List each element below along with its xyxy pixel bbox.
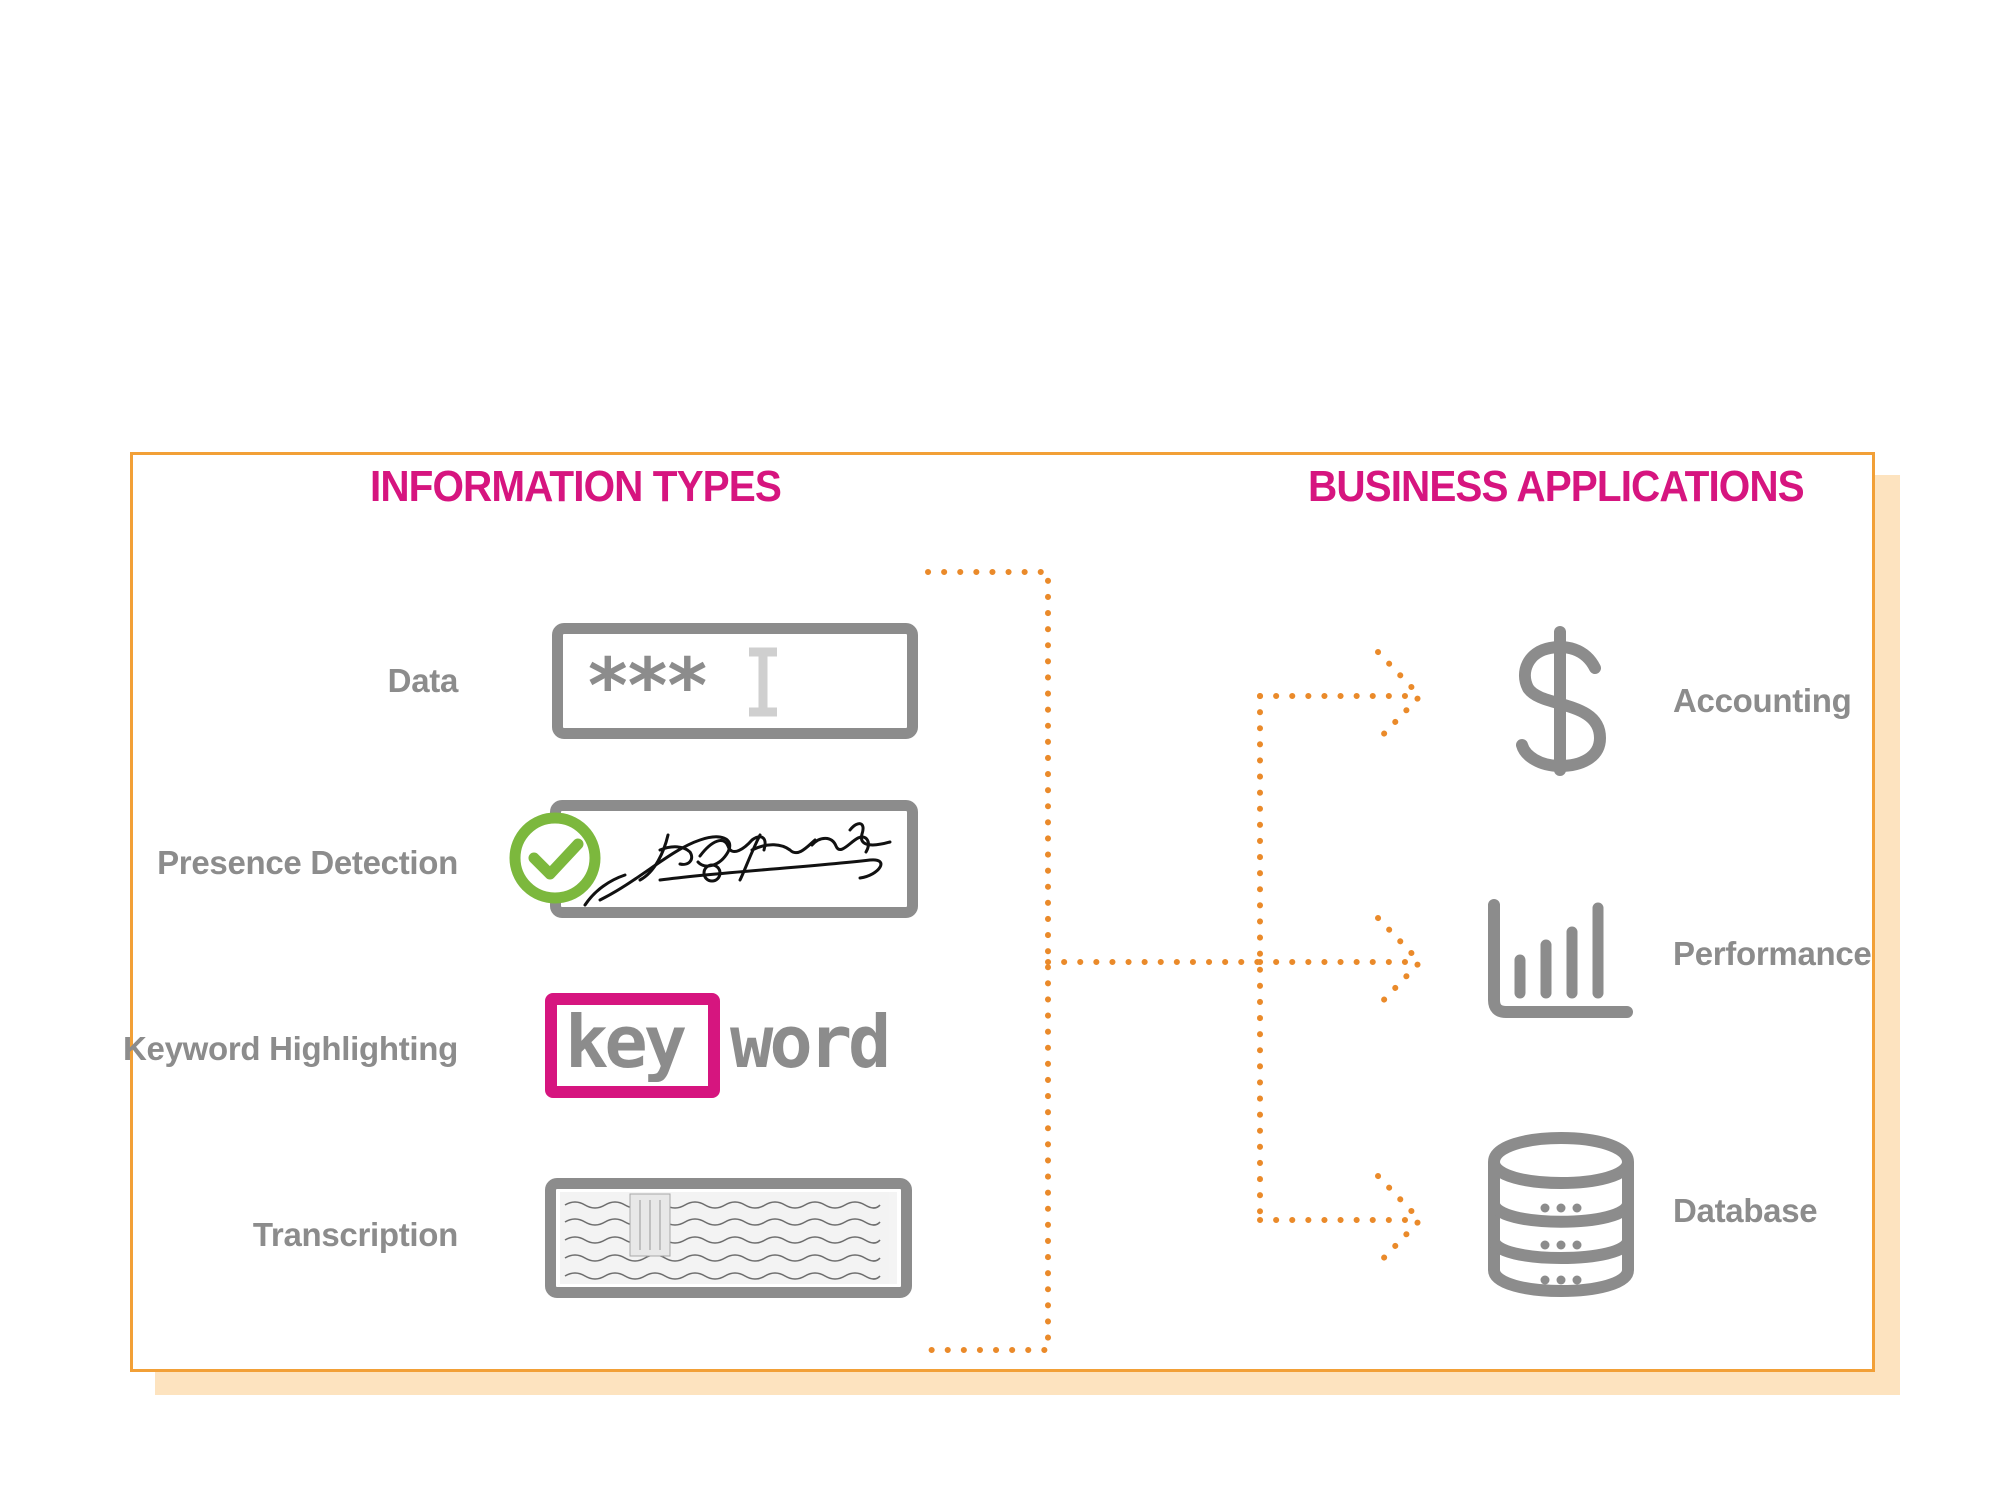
keyword-highlight-frame [545, 993, 720, 1098]
heading-business-applications: BUSINESS APPLICATIONS [1308, 462, 1805, 511]
database-icon [1488, 1132, 1634, 1297]
connector-lines [925, 569, 1425, 1353]
heading-information-types: INFORMATION TYPES [370, 462, 782, 511]
type-label-presence-detection: Presence Detection [157, 844, 458, 881]
signature-image [583, 822, 892, 907]
bar-chart-icon [1488, 899, 1633, 1018]
bracket-connector [925, 569, 1051, 1353]
arrowhead-database [1375, 1173, 1425, 1267]
app-label-accounting: Accounting [1673, 682, 1852, 719]
masked-asterisks: *** [585, 641, 707, 730]
handwriting-texture [560, 1192, 897, 1284]
keyword-rest-text: word [730, 1000, 891, 1084]
arrowhead-performance [1375, 915, 1425, 1009]
masked-field-content: *** [585, 641, 777, 730]
app-label-database: Database [1673, 1192, 1818, 1229]
keyword-highlighted-text: key [565, 1000, 687, 1084]
masked-input-icon [552, 623, 918, 739]
check-icon [509, 812, 601, 904]
type-label-keyword-highlighting: Keyword Highlighting [123, 1030, 458, 1067]
type-label-transcription: Transcription [252, 1216, 458, 1253]
dollar-icon [1516, 626, 1607, 776]
text-cursor-icon [749, 647, 777, 717]
type-label-data: Data [387, 662, 459, 699]
signature-box [550, 800, 918, 918]
arrowhead-accounting [1375, 649, 1425, 743]
app-label-performance: Performance [1673, 935, 1872, 972]
